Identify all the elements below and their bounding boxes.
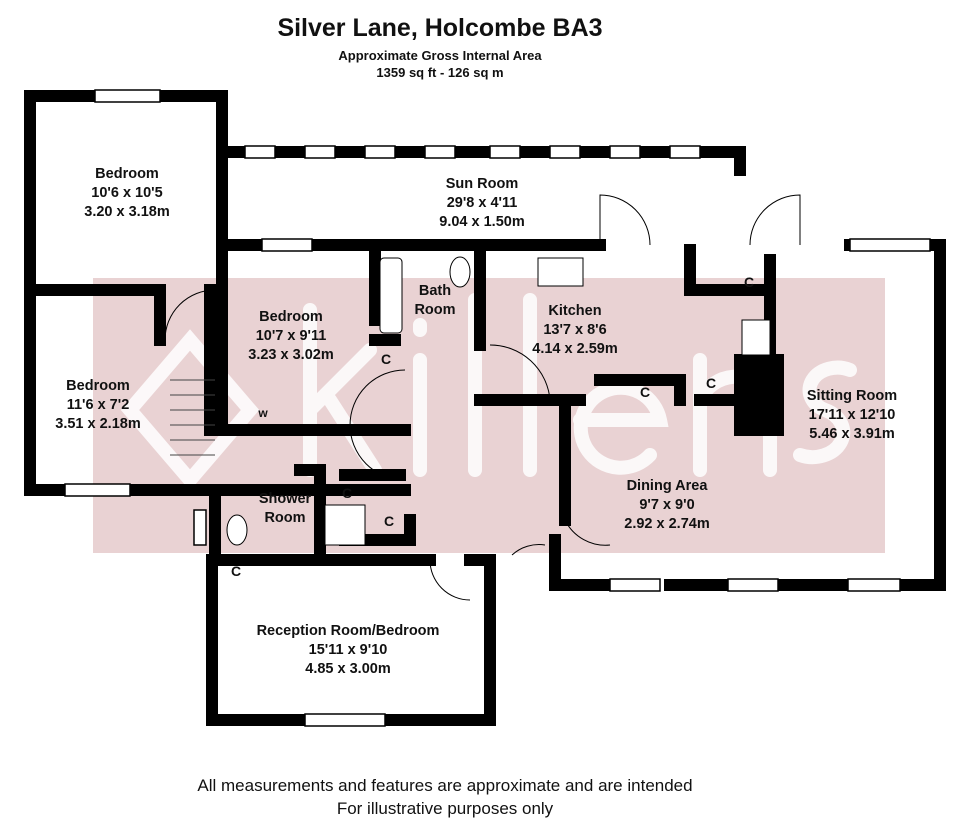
- plan-subtitle: Approximate Gross Internal Area: [338, 48, 542, 63]
- stairs: [170, 379, 215, 456]
- walls: [24, 90, 946, 726]
- fixtures: [170, 256, 771, 546]
- shower-tray: [324, 504, 366, 546]
- cupboard-marker: C: [639, 384, 651, 400]
- cupboard-marker: C: [383, 513, 395, 529]
- cupboard-marker: C: [341, 485, 353, 501]
- wardrobe-marker: W: [258, 406, 268, 420]
- kitchen-sink: [537, 257, 584, 287]
- toilet: [226, 514, 248, 546]
- toilet: [449, 256, 471, 288]
- windows: [64, 89, 931, 727]
- cupboard-marker: C: [743, 274, 755, 290]
- room-label-bathroom: Bath Room: [414, 283, 456, 318]
- plan-title: Silver Lane, Holcombe BA3: [277, 14, 603, 42]
- watermark-logo: [120, 293, 857, 491]
- cupboard-marker: C: [230, 563, 242, 579]
- gross-area: 1359 sq ft - 126 sq m: [376, 65, 504, 80]
- bathtub: [379, 257, 403, 334]
- hob: [741, 319, 771, 356]
- doors: [164, 194, 801, 601]
- disclaimer-line-2: For illustrative purposes only: [336, 799, 554, 818]
- cupboard-marker: C: [380, 351, 392, 367]
- cupboard-marker: C: [705, 375, 717, 391]
- disclaimer-line-1: All measurements and features are approx…: [197, 776, 693, 795]
- room-label-shower-room: Shower Room: [258, 491, 312, 526]
